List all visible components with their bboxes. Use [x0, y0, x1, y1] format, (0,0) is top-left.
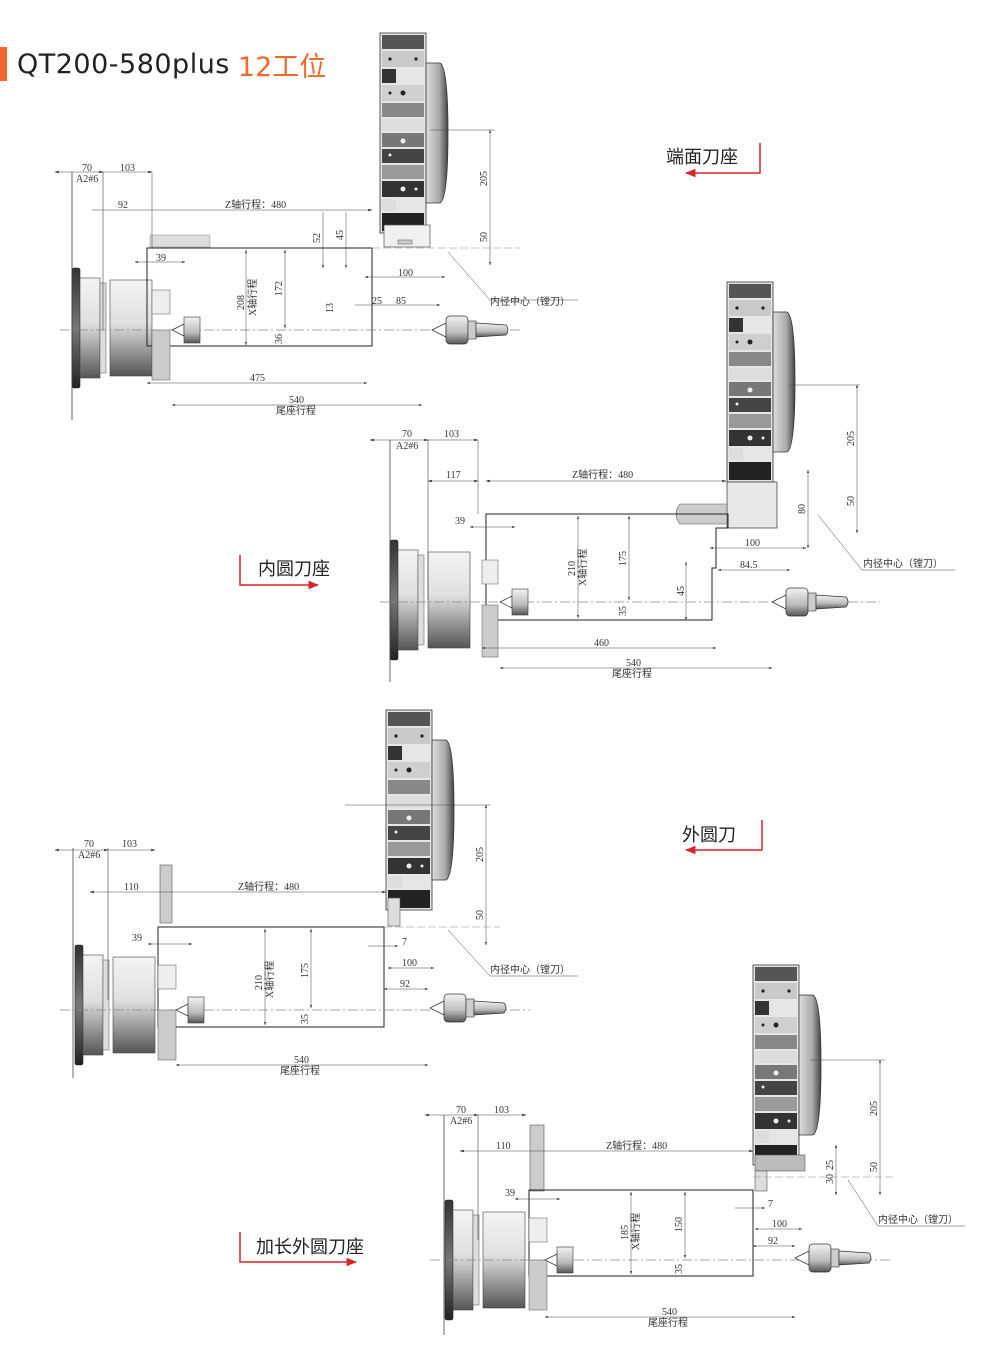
tail-travel-value: 540	[626, 658, 641, 669]
x-travel-label: X轴行程	[263, 961, 276, 998]
dim-50: 50	[479, 232, 490, 242]
dim-80: 80	[797, 504, 808, 514]
dim-103: 103	[122, 839, 137, 850]
dim-92: 92	[118, 200, 128, 211]
spindle-nose-label: A2#6	[76, 174, 98, 185]
dim-45: 45	[676, 586, 687, 596]
dim-45: 45	[335, 230, 346, 240]
tail-travel-label: 尾座行程	[280, 1064, 320, 1077]
tail-travel-value: 540	[294, 1055, 309, 1066]
dim-7: 7	[402, 937, 407, 948]
spindle-nose-label: A2#6	[78, 850, 100, 861]
label-face-tool-holder: 端面刀座	[666, 147, 738, 168]
z-travel: Z轴行程：480	[225, 198, 286, 211]
tail-travel-label: 尾座行程	[612, 667, 652, 680]
dim-103: 103	[494, 1105, 509, 1116]
dim-52: 52	[312, 233, 323, 243]
tail-travel-label: 尾座行程	[648, 1316, 688, 1329]
dim-103: 103	[120, 163, 135, 174]
dim-39: 39	[455, 516, 465, 527]
diagram-outer-tool: 70 A2#6 103 110 Z轴行程：480 39 210 X轴行程 175…	[54, 709, 763, 1078]
tail-travel-label: 尾座行程	[276, 404, 316, 417]
red-arrow-icon	[239, 555, 320, 590]
x-travel-value: 185	[620, 1225, 631, 1240]
dim-110: 110	[496, 1141, 511, 1152]
x-travel-value: 210	[567, 561, 578, 576]
dim-205: 205	[479, 171, 490, 186]
dim-13: 13	[325, 303, 336, 313]
z-travel: Z轴行程：480	[606, 1139, 667, 1152]
label-inner-tool-holder: 内圆刀座	[258, 559, 330, 580]
bore-center-note: 内径中心（镗刀）	[863, 557, 943, 570]
diagram-inner-tool-holder: 70 A2#6 103 117 Z轴行程：480 39 210 X轴行程 175…	[239, 281, 955, 682]
bore-center-note: 内径中心（镗刀）	[878, 1213, 958, 1226]
page-header: QT200-580plus 12工位	[0, 45, 326, 83]
dim-50: 50	[475, 910, 486, 920]
dim-39: 39	[505, 1188, 515, 1199]
tail-travel-value: 540	[289, 395, 304, 406]
tail-travel-value: 540	[662, 1307, 677, 1318]
dim-25: 25	[372, 296, 382, 307]
title-accent-bar	[0, 47, 7, 81]
diagram-face-tool-holder: 70 A2#6 103 92 Z轴行程：480 52 45 39 208 X轴行…	[54, 32, 761, 420]
dim-460: 460	[594, 638, 609, 649]
dim-50: 50	[869, 1162, 880, 1172]
dim-100: 100	[402, 958, 417, 969]
dim-35: 35	[674, 1264, 685, 1274]
dim-35: 35	[618, 606, 629, 616]
x-travel-value: 208	[236, 295, 247, 310]
dim-85: 85	[396, 296, 406, 307]
dim-36: 36	[274, 334, 285, 344]
dim-30: 30	[825, 1174, 836, 1184]
label-outer-tool: 外圆刀	[682, 825, 736, 846]
dim-39: 39	[132, 933, 142, 944]
dim-7: 7	[768, 1199, 773, 1210]
z-travel: Z轴行程：480	[238, 880, 299, 893]
dim-205: 205	[846, 431, 857, 446]
dim-92: 92	[400, 979, 410, 990]
dim-84-5: 84.5	[740, 560, 758, 571]
x-travel-label: X轴行程	[576, 549, 589, 586]
diagram-extended-outer-tool-holder: 70 A2#6 103 110 Z轴行程：480 39 185 X轴行程 150…	[239, 964, 965, 1335]
model-title: QT200-580plus	[17, 48, 230, 80]
dim-92: 92	[768, 1236, 778, 1247]
x-travel-label: X轴行程	[629, 1213, 642, 1250]
dim-205: 205	[475, 847, 486, 862]
dim-70: 70	[402, 429, 412, 440]
label-extended-outer-tool-holder: 加长外圆刀座	[256, 1237, 364, 1258]
dim-100: 100	[398, 268, 413, 279]
dim-39: 39	[156, 253, 166, 264]
dim-175: 175	[300, 963, 311, 978]
z-travel: Z轴行程：480	[572, 468, 633, 481]
dim-35: 35	[300, 1014, 311, 1024]
x-travel-label: X轴行程	[246, 279, 259, 316]
dim-100: 100	[745, 538, 760, 549]
red-arrow-icon	[684, 820, 763, 855]
stations-title: 12工位	[237, 51, 327, 83]
dim-70: 70	[82, 163, 92, 174]
red-arrow-icon	[684, 143, 761, 178]
dim-70: 70	[84, 839, 94, 850]
spindle-nose-label: A2#6	[396, 441, 418, 452]
dim-103: 103	[444, 429, 459, 440]
dim-172: 172	[274, 281, 285, 296]
dim-150: 150	[674, 1217, 685, 1232]
x-travel-value: 210	[254, 975, 265, 990]
dim-117: 117	[446, 470, 461, 481]
dim-205: 205	[869, 1101, 880, 1116]
dim-25: 25	[825, 1160, 836, 1170]
dim-50: 50	[846, 496, 857, 506]
red-arrow-icon	[239, 1232, 358, 1267]
dim-100: 100	[772, 1219, 787, 1230]
spindle-nose-label: A2#6	[450, 1116, 472, 1127]
dim-475: 475	[250, 373, 265, 384]
bore-center-note: 内径中心（镗刀）	[490, 963, 570, 976]
dim-175: 175	[618, 551, 629, 566]
dim-110: 110	[124, 882, 139, 893]
dim-70: 70	[456, 1105, 466, 1116]
bore-center-note: 内径中心（镗刀）	[490, 295, 570, 308]
